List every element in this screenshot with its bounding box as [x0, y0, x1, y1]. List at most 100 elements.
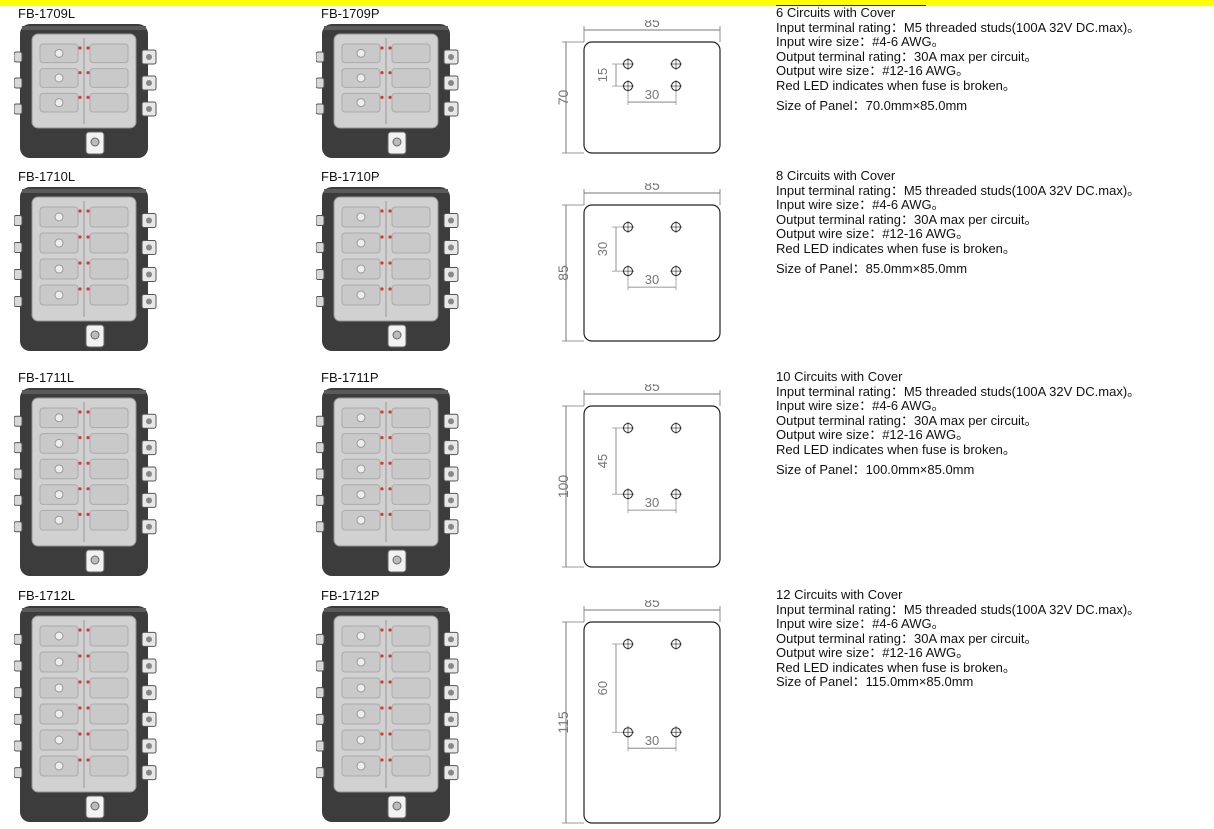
fuse-slot — [391, 677, 431, 699]
panel-size: Size of Panel：115.0mm×85.0mm — [776, 674, 974, 689]
input-terminal-tab — [316, 77, 325, 89]
input-terminal-tab — [316, 767, 325, 779]
input-terminal-tab — [316, 468, 325, 480]
led-indicator — [388, 95, 392, 99]
screw-icon — [356, 264, 366, 274]
panel-outline — [583, 41, 721, 154]
input-terminal-tab — [316, 103, 325, 115]
fuse-slot — [391, 68, 431, 88]
header-link[interactable] — [776, 0, 926, 6]
led-indicator — [86, 628, 90, 632]
input-terminal-tab — [316, 415, 325, 427]
input-terminal-tab — [14, 103, 23, 115]
hole-spacing-v-label: 60 — [595, 681, 610, 695]
fuse-slot — [89, 755, 129, 777]
screw-icon — [54, 98, 64, 108]
input-terminal-tab — [14, 687, 23, 699]
spec-block: 12 Circuits with Cover Input terminal ra… — [776, 587, 1140, 690]
screw-icon — [356, 413, 366, 423]
stud-nut-icon — [90, 330, 100, 340]
led-indicator — [78, 71, 82, 75]
screw-icon — [356, 48, 366, 58]
model-label-p: FB-1709P — [321, 6, 380, 21]
fuse-block-image — [14, 24, 157, 158]
screw-icon — [54, 683, 64, 693]
led-indicator — [380, 758, 384, 762]
led-indicator — [388, 209, 392, 213]
screw-icon — [54, 464, 64, 474]
led-indicator — [380, 46, 384, 50]
fuse-block-image — [316, 388, 459, 576]
screw-icon — [356, 683, 366, 693]
fuse-slot — [391, 755, 431, 777]
led-indicator — [86, 654, 90, 658]
input-terminal-tab — [14, 494, 23, 506]
fuse-slot — [391, 651, 431, 673]
led-indicator — [380, 261, 384, 265]
fuse-slot — [391, 284, 431, 306]
housing-edge — [324, 608, 448, 612]
fuse-block-image — [316, 606, 459, 822]
led-indicator — [380, 95, 384, 99]
spec-line: Red LED indicates when fuse is broken。 — [776, 77, 1016, 93]
terminal-screw-icon — [448, 497, 454, 504]
terminal-screw-icon — [146, 716, 152, 723]
led-indicator — [78, 261, 82, 265]
led-indicator — [78, 436, 82, 440]
screw-icon — [54, 438, 64, 448]
fuse-slot — [391, 232, 431, 254]
terminal-screw-icon — [146, 523, 152, 530]
hole-spacing-h-label: 30 — [645, 495, 659, 510]
spec-line: Input terminal rating：M5 threaded studs(… — [776, 19, 1141, 35]
screw-icon — [54, 290, 64, 300]
terminal-screw-icon — [146, 418, 152, 425]
led-indicator — [86, 512, 90, 516]
led-indicator — [380, 654, 384, 658]
led-indicator — [78, 628, 82, 632]
terminal-screw-icon — [146, 471, 152, 477]
led-indicator — [78, 287, 82, 291]
stud-nut-icon — [392, 801, 402, 811]
led-indicator — [86, 680, 90, 684]
model-label-l: FB-1710L — [18, 169, 76, 184]
led-indicator — [86, 71, 90, 75]
fuse-slot — [391, 206, 431, 228]
fuse-slot — [391, 458, 431, 480]
spec-line: Input wire size：#4-6 AWG。 — [776, 197, 945, 212]
screw-icon — [54, 264, 64, 274]
terminal-screw-icon — [146, 244, 152, 251]
stud-nut-icon — [392, 330, 402, 340]
fuse-slot — [89, 677, 129, 699]
height-dimension-label: 70 — [556, 90, 571, 106]
fuse-slot — [391, 625, 431, 647]
terminal-screw-icon — [448, 636, 454, 643]
input-terminal-tab — [14, 269, 23, 280]
led-indicator — [78, 487, 82, 491]
input-terminal-tab — [316, 215, 325, 226]
fuse-block-image — [316, 24, 459, 158]
screw-icon — [54, 73, 64, 83]
input-terminal-tab — [14, 660, 23, 672]
terminal-screw-icon — [146, 80, 152, 86]
spec-line: Output wire size：#12-16 AWG。 — [776, 427, 970, 442]
terminal-screw-icon — [448, 418, 454, 425]
spec-line: Red LED indicates when fuse is broken。 — [776, 441, 1016, 457]
stud-nut-icon — [392, 555, 402, 565]
screw-icon — [54, 48, 64, 58]
led-indicator — [380, 512, 384, 516]
fuse-block-image — [14, 606, 157, 822]
input-terminal-tab — [316, 242, 325, 253]
input-terminal-tab — [316, 51, 325, 63]
spec-line: Red LED indicates when fuse is broken。 — [776, 659, 1016, 675]
input-terminal-tab — [316, 269, 325, 280]
led-indicator — [388, 758, 392, 762]
terminal-screw-icon — [146, 54, 152, 60]
led-indicator — [78, 680, 82, 684]
terminal-screw-icon — [448, 689, 454, 696]
fuse-slot — [391, 703, 431, 725]
housing-edge — [22, 608, 146, 612]
led-indicator — [388, 680, 392, 684]
led-indicator — [78, 654, 82, 658]
